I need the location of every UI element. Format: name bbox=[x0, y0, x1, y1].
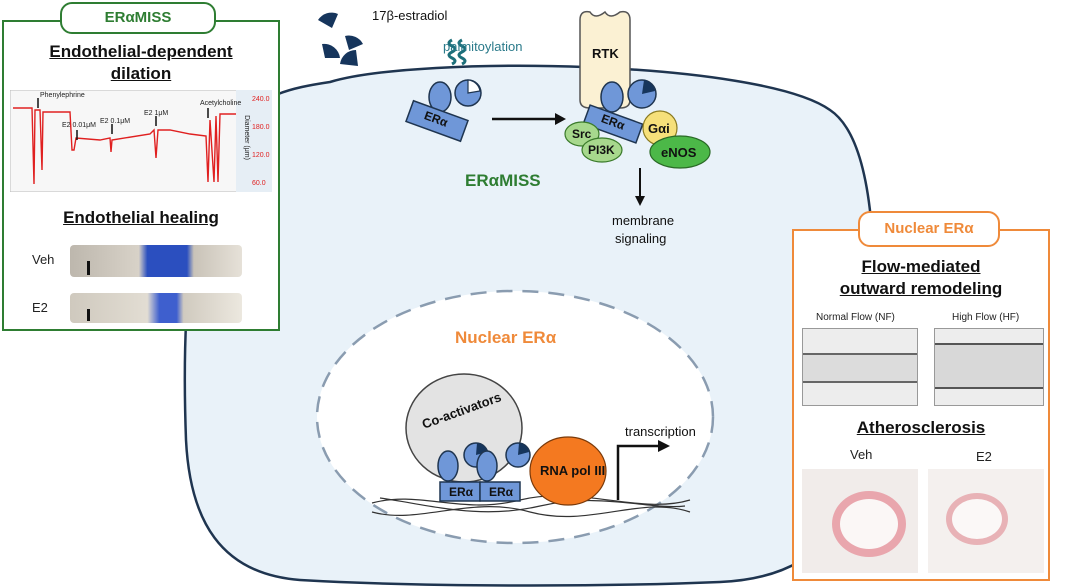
pi3k-label: PI3K bbox=[588, 143, 615, 157]
rna-pol-shape bbox=[529, 436, 607, 506]
healing-veh-image bbox=[70, 245, 242, 277]
trace-tick-120: 120.0 bbox=[252, 152, 270, 159]
nuclear-er-alpha-2: ERα bbox=[489, 485, 514, 499]
diameter-trace-chart bbox=[10, 90, 272, 192]
remodeling-title-line1: Flow-mediated bbox=[861, 257, 981, 276]
estradiol-label: 17β-estradiol bbox=[372, 8, 448, 23]
healing-veh-scalebar bbox=[87, 261, 90, 275]
healing-e2-scalebar bbox=[87, 309, 90, 321]
trace-label-phenylephrine: Phenylephrine bbox=[40, 92, 85, 99]
nf-image bbox=[802, 328, 918, 406]
membrane-signaling-line2: signaling bbox=[615, 231, 667, 246]
nuclear-er-label: Nuclear ERα bbox=[455, 328, 557, 347]
nuclear-er-alpha-1: ERα bbox=[449, 485, 474, 499]
hf-image bbox=[934, 328, 1044, 406]
transcription-arrow bbox=[616, 444, 660, 500]
transcription-label: transcription bbox=[625, 424, 696, 439]
hf-label: High Flow (HF) bbox=[952, 312, 1020, 323]
eramiss-panel: Endothelial-dependent dilation Phenyleph… bbox=[2, 20, 280, 331]
trace-line bbox=[13, 107, 236, 185]
gai-label: Gαi bbox=[648, 121, 670, 136]
eramiss-tag: ERαMISS bbox=[60, 2, 216, 34]
trace-label-acetylcholine: Acetylcholine bbox=[200, 100, 242, 107]
healing-veh-label: Veh bbox=[32, 252, 55, 267]
trace-label-e2-01: E2 0.1μM bbox=[100, 118, 131, 125]
rtk-complex bbox=[564, 10, 711, 169]
dilation-title-line1: Endothelial-dependent bbox=[49, 42, 233, 61]
estradiol-molecules bbox=[318, 12, 363, 66]
nf-label: Normal Flow (NF) bbox=[816, 312, 895, 323]
atherosclerosis-title: Atherosclerosis bbox=[856, 418, 986, 437]
src-label: Src bbox=[572, 127, 592, 141]
rtk-label: RTK bbox=[592, 46, 619, 61]
healing-e2-label: E2 bbox=[32, 300, 48, 315]
nuclear-er-dimers bbox=[437, 442, 531, 502]
trace-axis-label: Diameter (μm) bbox=[242, 115, 250, 160]
healing-title: Endothelial healing bbox=[63, 208, 219, 227]
remodeling-title-line2: outward remodeling bbox=[839, 279, 1003, 298]
membrane-signaling-line1: membrane bbox=[612, 213, 675, 228]
athero-veh-label: Veh bbox=[850, 447, 873, 462]
trace-tick-60: 60.0 bbox=[252, 180, 266, 187]
dilation-title-line2: dilation bbox=[110, 64, 172, 83]
nuclear-er-tag: Nuclear ERα bbox=[858, 211, 1000, 247]
enos-label: eNOS bbox=[661, 145, 697, 160]
healing-e2-image bbox=[70, 293, 242, 323]
nuclear-er-panel: Flow-mediated outward remodeling Normal … bbox=[792, 229, 1050, 581]
athero-e2-label: E2 bbox=[976, 449, 992, 464]
trace-tick-240: 240.0 bbox=[252, 96, 270, 103]
athero-e2-image bbox=[928, 469, 1044, 573]
eramiss-cell-label: ERαMISS bbox=[465, 171, 541, 190]
er-alpha-membrane-dimer bbox=[405, 38, 482, 143]
palmitoylation-label: palmitoylation bbox=[443, 39, 523, 54]
trace-label-e2-001: E2 0.01μM bbox=[62, 122, 96, 129]
athero-veh-image bbox=[802, 469, 918, 573]
trace-label-e2-1: E2 1μM bbox=[144, 110, 169, 117]
trace-tick-180: 180.0 bbox=[252, 124, 270, 131]
rna-pol-label: RNA pol III bbox=[540, 463, 606, 478]
